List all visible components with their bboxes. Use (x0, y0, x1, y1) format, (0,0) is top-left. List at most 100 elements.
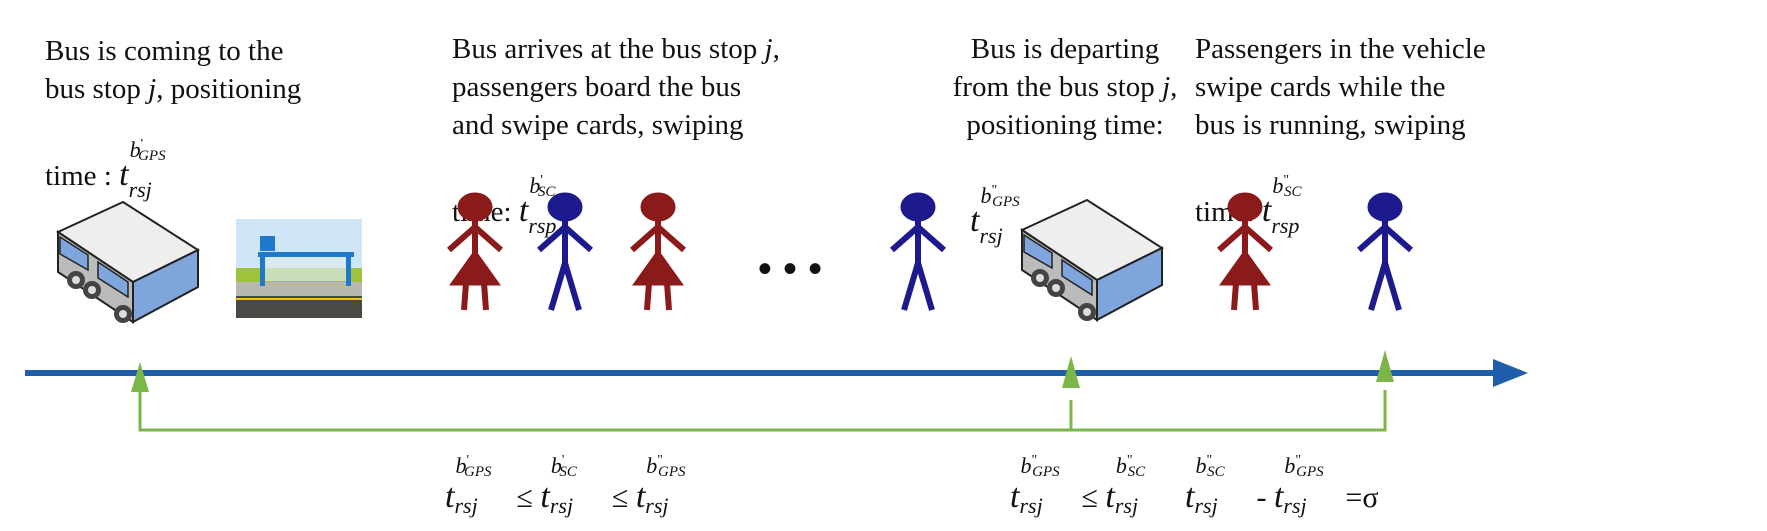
caption-bus-arrives: Bus arrives at the bus stop j, passenger… (452, 30, 780, 238)
term-sub: rsj (645, 493, 669, 518)
term-sup: b (980, 183, 992, 208)
caption-text: , positioning (156, 73, 302, 105)
ellipsis: • • • (758, 247, 822, 291)
female-passenger-icon (632, 193, 684, 310)
term-base: t (970, 202, 980, 239)
female-passenger-icon (449, 193, 501, 310)
caption-text: from the bus stop (952, 71, 1163, 103)
term-sub: rsj (1283, 493, 1307, 518)
bus-stop-icon (236, 219, 362, 318)
caption-var: j (764, 33, 773, 65)
caption-text: time : (45, 160, 120, 192)
term-sup: b (529, 173, 541, 198)
term-sub: rsj (1194, 493, 1218, 518)
caption-bus-departing: Bus is departing from the bus stop j, po… (905, 30, 1225, 248)
term-sup: b (1195, 453, 1207, 478)
term-supsub: SC (1284, 184, 1302, 200)
term-sup: b (129, 137, 141, 162)
term-sup: b (550, 453, 562, 478)
term-supsub: GPS (658, 464, 686, 480)
term-sup: b (1284, 453, 1296, 478)
operator: ≤ (516, 481, 533, 514)
term-base: t (119, 156, 129, 193)
term-supsub: GPS (463, 464, 492, 480)
term-supsub: GPS (1032, 464, 1060, 480)
term-prime: ' (140, 137, 144, 152)
arrow-up-icon (131, 362, 149, 392)
term-prime: ' (466, 453, 469, 468)
time-bracket (138, 390, 1387, 432)
caption-text: and swipe cards, swiping (452, 109, 744, 141)
term-base: t (445, 478, 455, 515)
male-passenger-icon (1359, 193, 1411, 310)
operator: ≤ (1081, 481, 1098, 514)
caption-text: Passengers in the vehicle (1195, 33, 1486, 65)
term-sup: b (1272, 173, 1284, 198)
term-prime: " (1206, 453, 1213, 468)
term-supsub: SC (1207, 464, 1225, 480)
term-sub: rsp (1271, 213, 1300, 238)
operator: - (1256, 481, 1267, 514)
term-supsub: GPS (138, 148, 166, 164)
term-prime: " (657, 453, 664, 468)
bus-arriving-icon (57, 201, 199, 324)
female-passenger-icon (1219, 193, 1271, 310)
term-sub: rsj (979, 223, 1003, 248)
term-prime: ' (540, 173, 543, 188)
term-sup: b (1020, 453, 1032, 478)
term-supsub: GPS (992, 194, 1020, 210)
operator: ≤ (611, 481, 629, 514)
term-prime: ' (561, 453, 565, 468)
caption-var: j (148, 73, 157, 105)
term-prime: " (1283, 173, 1290, 188)
term-sup: b (1115, 453, 1127, 478)
caption-text: Bus arrives at the bus stop (452, 33, 765, 65)
term-supsub: GPS (1296, 464, 1324, 480)
caption-var: j (1162, 71, 1171, 103)
term-sub: rsj (454, 493, 478, 518)
caption-text: Bus is coming to the (45, 35, 284, 67)
term-prime: " (1126, 453, 1133, 468)
caption-text: Bus is departing (970, 33, 1160, 65)
term-base: t (1105, 478, 1115, 515)
caption-text: positioning time: (966, 109, 1164, 141)
term-prime: " (1031, 453, 1038, 468)
operator: =σ (1345, 481, 1379, 514)
term-supsub: SC (559, 464, 577, 480)
male-passenger-icon (892, 193, 944, 310)
caption-bus-coming: Bus is coming to the bus stop j, positio… (45, 32, 302, 202)
caption-text: , (1170, 71, 1178, 103)
term-base: t (1185, 478, 1195, 515)
caption-text: bus stop (45, 73, 149, 105)
term-base: t (1010, 478, 1020, 515)
term-supsub: SC (1127, 464, 1146, 480)
term-prime: " (991, 183, 998, 198)
caption-text: bus is running, swiping (1195, 109, 1466, 141)
term-base: t (518, 192, 529, 229)
male-passenger-icon (539, 193, 591, 310)
term-prime: " (1295, 453, 1302, 468)
term-supsub: SC (537, 184, 556, 200)
bus-departing-icon (1021, 199, 1163, 322)
term-sub: rsp (528, 213, 557, 238)
timeline-arrowhead (1493, 359, 1528, 387)
term-sub: rsj (1019, 493, 1043, 518)
